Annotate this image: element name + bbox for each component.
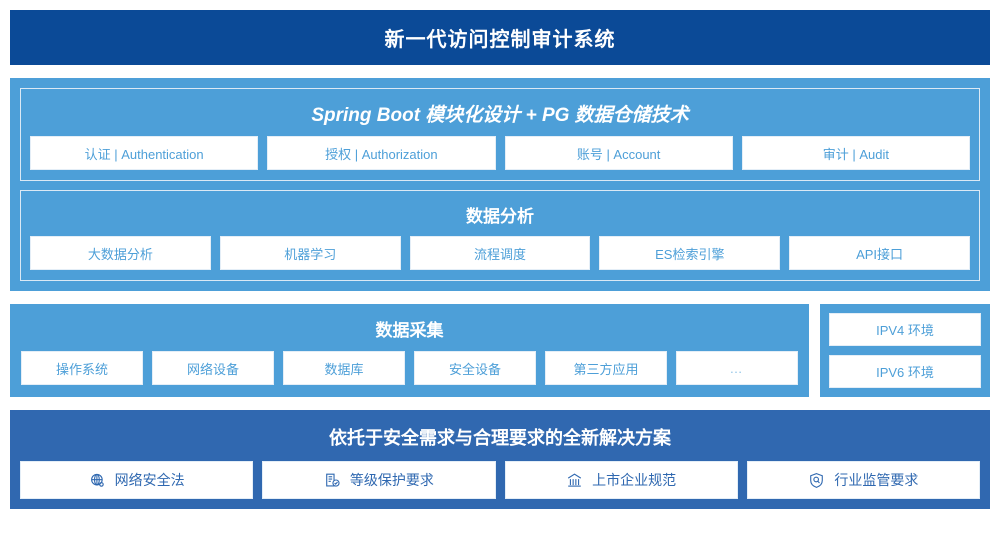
collection-card-label: … (729, 360, 745, 376)
environment-card-ipv4[interactable]: IPV4 环境 (829, 313, 981, 346)
collection-row: 数据采集 操作系统 网络设备 数据库 安全设备 第三方应用 … (10, 304, 990, 397)
platform-card-authentication[interactable]: 认证 | Authentication (30, 136, 259, 170)
collection-card-operating-system[interactable]: 操作系统 (21, 351, 143, 385)
platform-title: Spring Boot 模块化设计 + PG 数据仓储技术 (311, 105, 689, 126)
collection-card-more[interactable]: … (676, 351, 798, 385)
analysis-card-process-scheduling[interactable]: 流程调度 (409, 236, 591, 270)
collection-card-row: 操作系统 网络设备 数据库 安全设备 第三方应用 … (21, 351, 798, 385)
analysis-group: 数据分析 大数据分析 机器学习 流程调度 ES检索引擎 API接口 (20, 190, 980, 281)
solution-card-industry-regulation[interactable]: 行业监管要求 (746, 461, 980, 499)
solution-card-label: 网络安全法 (114, 472, 185, 488)
analysis-card-label: API接口 (856, 246, 904, 262)
analysis-card-label: 大数据分析 (87, 246, 153, 262)
environment-card-label: IPV6 环境 (876, 365, 934, 380)
environment-panel: IPV4 环境 IPV6 环境 (820, 304, 990, 397)
environment-card-label: IPV4 环境 (876, 323, 934, 338)
analysis-card-label: 机器学习 (284, 246, 337, 262)
page-header: 新一代访问控制审计系统 (10, 10, 990, 65)
analysis-card-row: 大数据分析 机器学习 流程调度 ES检索引擎 API接口 (30, 236, 970, 270)
analysis-card-bigdata[interactable]: 大数据分析 (30, 236, 211, 270)
collection-panel: 数据采集 操作系统 网络设备 数据库 安全设备 第三方应用 … (10, 304, 809, 397)
solution-panel: 依托于安全需求与合理要求的全新解决方案 网络安全法 (10, 410, 990, 509)
solution-card-listed-enterprise[interactable]: 上市企业规范 (504, 461, 738, 499)
platform-card-label: 授权 | Authorization (325, 146, 438, 162)
collection-card-database[interactable]: 数据库 (283, 351, 405, 385)
platform-card-account[interactable]: 账号 | Account (504, 136, 733, 170)
analysis-card-label: ES检索引擎 (655, 246, 725, 262)
collection-card-security-device[interactable]: 安全设备 (414, 351, 536, 385)
analysis-card-api[interactable]: API接口 (789, 236, 970, 270)
bank-icon (566, 472, 583, 489)
collection-card-label: 第三方应用 (573, 361, 639, 377)
platform-card-row: 认证 | Authentication 授权 | Authorization 账… (30, 136, 970, 170)
architecture-diagram: 新一代访问控制审计系统 Spring Boot 模块化设计 + PG 数据仓储技… (0, 10, 1000, 539)
solution-title: 依托于安全需求与合理要求的全新解决方案 (329, 428, 671, 448)
analysis-card-machine-learning[interactable]: 机器学习 (219, 236, 401, 270)
shield-search-icon (808, 472, 825, 489)
page-title: 新一代访问控制审计系统 (384, 29, 616, 51)
solution-card-label: 等级保护要求 (349, 472, 434, 488)
platform-card-label: 审计 | Audit (822, 146, 889, 162)
collection-card-network-device[interactable]: 网络设备 (152, 351, 274, 385)
solution-card-label: 行业监管要求 (834, 472, 919, 488)
analysis-card-label: 流程调度 (473, 246, 526, 262)
solution-card-cybersecurity-law[interactable]: 网络安全法 (20, 461, 254, 499)
solution-card-row: 网络安全法 等级保护要求 (20, 461, 980, 499)
environment-card-ipv6[interactable]: IPV6 环境 (829, 355, 981, 388)
platform-card-label: 认证 | Authentication (84, 146, 204, 162)
platform-group: Spring Boot 模块化设计 + PG 数据仓储技术 认证 | Authe… (20, 88, 980, 181)
platform-card-audit[interactable]: 审计 | Audit (741, 136, 970, 170)
platform-card-authorization[interactable]: 授权 | Authorization (267, 136, 496, 170)
solution-card-label: 上市企业规范 (592, 472, 677, 488)
collection-card-label: 网络设备 (186, 361, 239, 377)
analysis-card-es-search[interactable]: ES检索引擎 (599, 236, 781, 270)
platform-card-label: 账号 | Account (576, 146, 661, 162)
collection-card-label: 操作系统 (55, 361, 108, 377)
collection-card-third-party-app[interactable]: 第三方应用 (545, 351, 667, 385)
globe-icon (89, 472, 106, 489)
collection-card-label: 安全设备 (448, 361, 501, 377)
platform-panel: Spring Boot 模块化设计 + PG 数据仓储技术 认证 | Authe… (10, 78, 990, 291)
solution-card-classified-protection[interactable]: 等级保护要求 (262, 461, 496, 499)
document-check-icon (324, 472, 341, 489)
collection-card-label: 数据库 (324, 361, 364, 377)
solution-group: 依托于安全需求与合理要求的全新解决方案 网络安全法 (20, 420, 980, 499)
collection-title: 数据采集 (375, 321, 444, 340)
analysis-title: 数据分析 (466, 207, 534, 226)
